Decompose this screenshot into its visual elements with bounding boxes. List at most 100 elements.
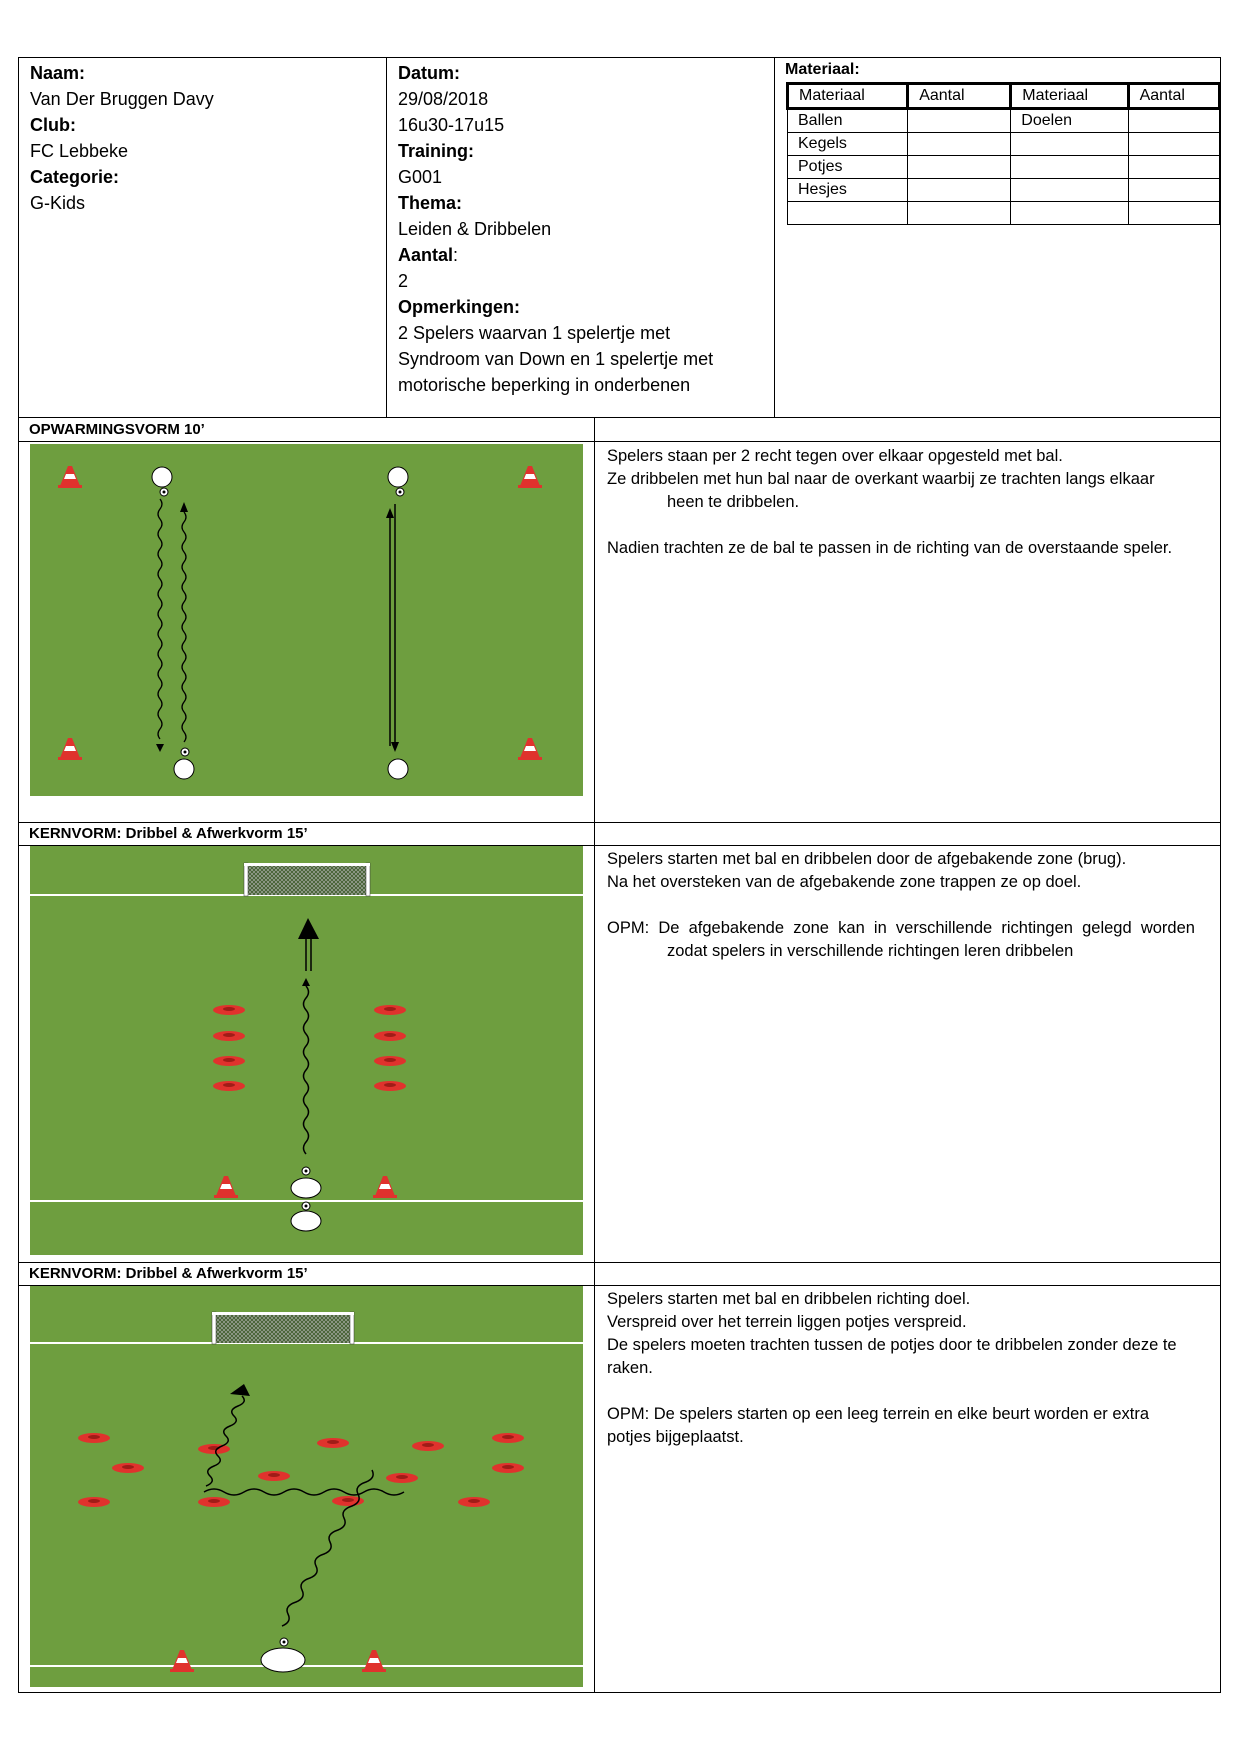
table-cell: [1127, 155, 1221, 179]
player-icon: [173, 758, 195, 780]
description-line: Spelers starten met bal en dribbelen ric…: [607, 1290, 971, 1308]
player-icon: [260, 1647, 306, 1673]
table-row: Kegels: [786, 132, 1221, 156]
description-line: OPM: De spelers starten op een leeg terr…: [607, 1405, 1150, 1423]
disc-cone-icon: [492, 1433, 524, 1443]
goal-icon: [245, 864, 369, 895]
disc-cone-icon: [492, 1463, 524, 1473]
warmup-pitch-diagram: [30, 444, 583, 796]
arrowhead-icon: [302, 978, 310, 986]
arrowhead-icon: [156, 744, 164, 752]
ball-icon: [301, 1201, 311, 1211]
ball-icon: [301, 1166, 311, 1176]
disc-cone-icon: [386, 1473, 418, 1483]
description-line: heen te dribbelen.: [667, 493, 800, 511]
ball-icon: [395, 487, 405, 497]
section-description: Spelers starten met bal en dribbelen ric…: [607, 1288, 1212, 1449]
description-line: Verspreid over het terrein liggen potjes…: [607, 1313, 967, 1331]
disc-cone-icon: [198, 1444, 230, 1454]
ball-icon: [159, 487, 169, 497]
opmerkingen-label: Opmerkingen:: [398, 297, 521, 317]
description-line: raken.: [607, 1359, 653, 1377]
dribble-path: [281, 1469, 374, 1627]
categorie-label: Categorie:: [30, 167, 120, 187]
table-cell: [786, 201, 909, 225]
section-title: OPWARMINGSVORM 10’: [29, 421, 205, 438]
description-line: OPM: De afgebakende zone kan in verschil…: [607, 919, 1195, 937]
arrowhead-icon: [180, 502, 188, 512]
table-cell: [1010, 155, 1129, 179]
materiaal-header-row: Materiaal Aantal Materiaal Aantal: [785, 82, 1222, 110]
table-row: [786, 201, 1221, 225]
table-cell: Doelen: [1010, 108, 1129, 133]
description-line: Ze dribbelen met hun bal naar de overkan…: [607, 470, 1155, 488]
player-icon: [290, 1177, 322, 1199]
disc-cone-icon: [213, 1031, 245, 1041]
table-cell: [907, 108, 1012, 133]
thema-label: Thema:: [398, 193, 463, 213]
disc-cone-icon: [198, 1497, 230, 1507]
disc-cone-icon: [78, 1497, 110, 1507]
arrowhead-icon: [391, 742, 399, 752]
table-row: Hesjes: [786, 178, 1221, 202]
aantal-colon: :: [453, 245, 459, 265]
player-icon: [151, 466, 173, 488]
table-cell: [1010, 178, 1129, 202]
table-cell: [1010, 132, 1129, 156]
datum-label: Datum:: [398, 63, 460, 83]
disc-cone-icon: [412, 1441, 444, 1451]
training-label: Training:: [398, 141, 474, 161]
table-cell: [1127, 201, 1221, 225]
disc-cone-icon: [374, 1005, 406, 1015]
table-cell: [907, 155, 1012, 179]
table-cell: Potjes: [786, 155, 909, 179]
description-line: Nadien trachten ze de bal te passen in d…: [607, 539, 1173, 557]
aantal-label: Aantal: [398, 245, 454, 265]
table-cell: [907, 132, 1012, 156]
disc-cone-icon: [258, 1471, 290, 1481]
description-line: potjes bijgeplaatst.: [607, 1428, 744, 1446]
dribble-path: [205, 1395, 245, 1487]
description-line: Spelers starten met bal en dribbelen doo…: [607, 850, 1127, 868]
table-cell: [1010, 201, 1129, 225]
materiaal-label: Materiaal:: [785, 61, 860, 78]
row-line: [18, 845, 1221, 846]
disc-cone-icon: [213, 1056, 245, 1066]
description-line: Spelers staan per 2 recht tegen over elk…: [607, 447, 1063, 465]
sections-box: [18, 417, 1221, 1693]
section-title: KERNVORM: Dribbel & Afwerkvorm 15’: [29, 1265, 308, 1282]
section-title: KERNVORM: Dribbel & Afwerkvorm 15’: [29, 825, 308, 842]
disc-cone-icon: [112, 1463, 144, 1473]
player-icon: [387, 466, 409, 488]
header-divider-2: [774, 57, 775, 418]
aantal-col-header: Aantal: [906, 82, 1013, 110]
materiaal-col-header: Materiaal: [785, 82, 910, 110]
disc-cone-icon: [458, 1497, 490, 1507]
header-left-column: Naam: Van Der Bruggen Davy Club: FC Lebb…: [30, 60, 214, 216]
table-row: Potjes: [786, 155, 1221, 179]
table-row: Ballen Doelen: [786, 108, 1221, 133]
slalom-pitch-diagram: [30, 1286, 583, 1687]
aantal-value: 2: [398, 271, 409, 291]
dribble-pitch-diagram: [30, 846, 583, 1255]
aantal-row: Aantal:: [398, 242, 768, 268]
disc-cone-icon: [374, 1081, 406, 1091]
table-cell: Ballen: [786, 108, 909, 133]
categorie-value: G-Kids: [30, 193, 86, 213]
materiaal-table: Materiaal Aantal Materiaal Aantal Ballen…: [785, 82, 1222, 225]
naam-label: Naam:: [30, 63, 86, 83]
training-value: G001: [398, 167, 443, 187]
materiaal-col-header: Materiaal: [1009, 82, 1130, 110]
table-cell: [907, 201, 1012, 225]
table-cell: [1127, 132, 1221, 156]
goal-icon: [213, 1313, 353, 1343]
table-cell: Hesjes: [786, 178, 909, 202]
opmerkingen-line: motorische beperking in onderbenen: [398, 375, 691, 395]
description-line: Na het oversteken van de afgebakende zon…: [607, 873, 1082, 891]
tijd-value: 16u30-17u15: [398, 115, 505, 135]
header-divider-1: [386, 57, 387, 418]
datum-value: 29/08/2018: [398, 89, 489, 109]
player-icon: [290, 1210, 322, 1232]
arrowhead-icon: [386, 508, 394, 518]
opmerkingen-line: Syndroom van Down en 1 spelertje met: [398, 349, 714, 369]
